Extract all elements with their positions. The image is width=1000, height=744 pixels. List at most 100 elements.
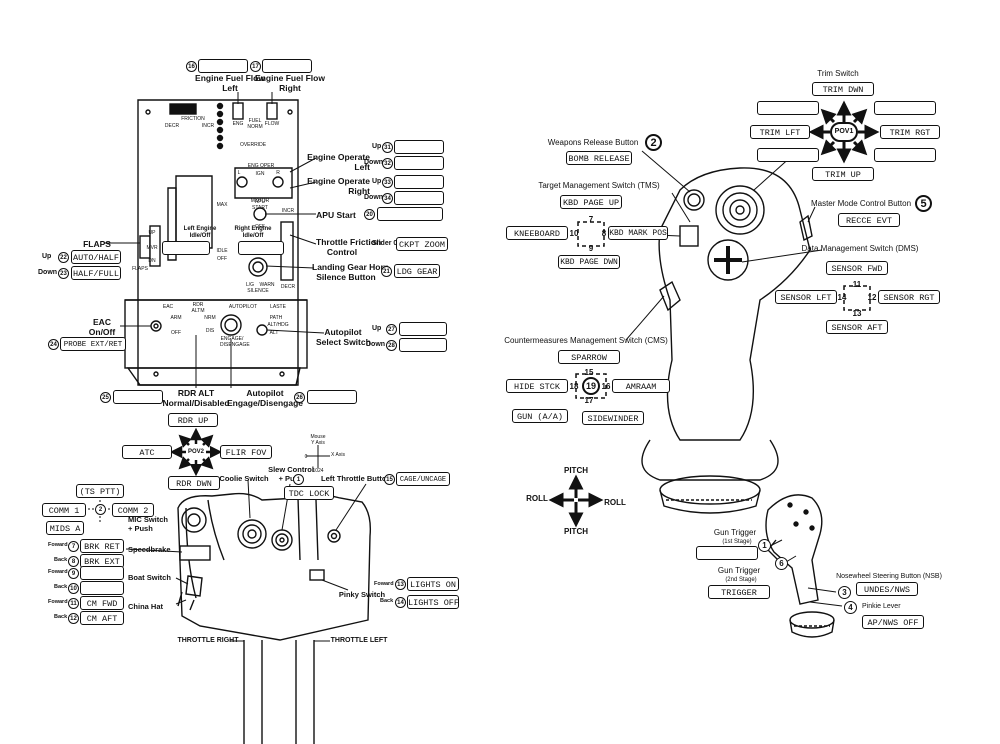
- cms-n-right: 16: [601, 382, 611, 391]
- rdr-alt-mapping[interactable]: [113, 390, 163, 404]
- dms-left-mapping[interactable]: SENSOR LFT: [775, 290, 837, 304]
- panel-eng-text: ENG: [232, 121, 244, 127]
- left-throttle-button-mapping[interactable]: CAGE/UNCAGE: [396, 472, 450, 486]
- weapons-release-mapping[interactable]: BOMB RELEASE: [566, 151, 632, 165]
- gun-trigger-1-number: 1: [758, 539, 771, 552]
- throttle-friction-slider-label: Slider 0: [372, 240, 398, 247]
- trim-right-mapping[interactable]: TRIM RGT: [880, 125, 940, 139]
- panel-mvr-text: MVR: [146, 245, 158, 251]
- nsb-mapping[interactable]: UNDES/NWS: [856, 582, 918, 596]
- cms-down-left-mapping[interactable]: GUN (A/A): [512, 409, 568, 423]
- mic-down-mapping[interactable]: MIDS A: [46, 521, 84, 535]
- apu-start-label: APU Start: [316, 210, 356, 220]
- fuel-flow-left-number: 16: [186, 61, 197, 72]
- panel-dn-text: DN: [148, 258, 156, 264]
- rdr-alt-number: 25: [100, 392, 111, 403]
- pinky-back-mapping[interactable]: LIGHTS OFF: [407, 595, 459, 609]
- eng-right-up-mapping[interactable]: [394, 175, 444, 189]
- cms-up-mapping[interactable]: SPARROW: [558, 350, 620, 364]
- speedbrake-fwd-label: Foward: [48, 542, 68, 548]
- panel-nrm-text: NRM: [204, 315, 216, 321]
- panel-eac-text: EAC: [162, 304, 174, 310]
- flaps-down-mapping[interactable]: HALF/FULL: [71, 266, 121, 280]
- dms-up-mapping[interactable]: SENSOR FWD: [826, 261, 888, 275]
- pinky-fwd-mapping[interactable]: LIGHTS ON: [407, 577, 459, 591]
- mouse-max-label: 1024: [312, 468, 324, 474]
- mic-right-mapping[interactable]: COMM 2: [112, 503, 154, 517]
- dms-down-mapping[interactable]: SENSOR AFT: [826, 320, 888, 334]
- tms-down-mapping[interactable]: KBD PAGE DWN: [558, 255, 620, 269]
- pov2-left-mapping[interactable]: ATC: [122, 445, 172, 459]
- eac-mapping[interactable]: PROBE EXT/RET: [60, 337, 126, 351]
- gun-trigger-2-sub: (2nd Stage): [725, 577, 757, 583]
- cms-down-right-mapping[interactable]: SIDEWINDER: [582, 411, 644, 425]
- tms-right-mapping[interactable]: KBD MARK POS: [608, 226, 668, 240]
- trim-down-mapping[interactable]: TRIM UP: [812, 167, 874, 181]
- master-mode-mapping[interactable]: RECCE EVT: [838, 213, 900, 227]
- throttle-friction-mapping[interactable]: CKPT ZOOM: [396, 237, 448, 251]
- flight-stick-drawing: [641, 167, 813, 514]
- trim-ul-mapping[interactable]: [757, 101, 819, 115]
- china-fwd-number: 11: [68, 598, 79, 609]
- fuel-flow-right-mapping[interactable]: [262, 59, 312, 73]
- throttle-friction-label: Throttle Friction Control: [316, 237, 382, 257]
- pov2-arrows: [169, 427, 223, 477]
- eng-left-down-mapping[interactable]: [394, 156, 444, 170]
- boat-fwd-mapping[interactable]: [80, 566, 124, 580]
- mic-up-mapping[interactable]: (TS PTT): [76, 484, 124, 498]
- ap-select-down-mapping[interactable]: [399, 338, 447, 352]
- trim-dr-mapping[interactable]: [874, 148, 936, 162]
- ap-select-up-mapping[interactable]: [399, 322, 447, 336]
- trim-ur-mapping[interactable]: [874, 101, 936, 115]
- dms-right-mapping[interactable]: SENSOR RGT: [878, 290, 940, 304]
- right-engine-mapping[interactable]: [238, 241, 284, 255]
- panel-rdr-altm-text: RDR ALTM: [191, 302, 205, 314]
- cms-right-mapping[interactable]: AMRAAM: [612, 379, 670, 393]
- china-back-mapping[interactable]: CM AFT: [80, 611, 124, 625]
- gear-horn-mapping[interactable]: LDG GEAR: [394, 264, 440, 278]
- eng-left-up-label: Up: [372, 143, 382, 150]
- trim-up-mapping[interactable]: TRIM DWN: [812, 82, 874, 96]
- china-back-label: Back: [54, 614, 68, 620]
- tms-up-mapping[interactable]: KBD PAGE UP: [560, 195, 622, 209]
- trim-left-mapping[interactable]: TRIM LFT: [750, 125, 810, 139]
- speedbrake-fwd-mapping[interactable]: BRK RET: [80, 539, 124, 553]
- panel-max-text: MAX: [216, 202, 228, 208]
- eng-right-down-mapping[interactable]: [394, 191, 444, 205]
- flaps-down-label: Down: [38, 269, 58, 276]
- mic-left-mapping[interactable]: COMM 1: [42, 503, 86, 517]
- autopilot-engage-mapping[interactable]: [307, 390, 357, 404]
- flaps-label: FLAPS: [83, 239, 111, 249]
- speedbrake-back-label: Back: [54, 557, 68, 563]
- gun-trigger-1-mapping[interactable]: [696, 546, 758, 560]
- pinkie-lever-mapping[interactable]: AP/NWS OFF: [862, 615, 924, 629]
- mic-center-number: 2: [95, 504, 106, 515]
- engine-operate-right-label: Engine Operate Right: [307, 176, 370, 196]
- cms-left-mapping[interactable]: HIDE STCK: [506, 379, 568, 393]
- fuel-flow-left-mapping[interactable]: [198, 59, 248, 73]
- pov2-down-mapping[interactable]: RDR DWN: [168, 476, 220, 490]
- left-engine-mapping[interactable]: [162, 241, 210, 255]
- pov2-up-mapping[interactable]: RDR UP: [168, 413, 218, 427]
- apu-start-mapping[interactable]: [377, 207, 443, 221]
- boat-back-label: Back: [54, 584, 68, 590]
- eng-right-down-number: 34: [382, 193, 393, 204]
- gear-horn-label: Landing Gear Horn Silence Button: [312, 262, 389, 282]
- panel-arm-text: ARM: [170, 315, 182, 321]
- gun-trigger-2-mapping[interactable]: TRIGGER: [708, 585, 770, 599]
- boat-back-mapping[interactable]: [80, 581, 124, 595]
- eng-left-up-mapping[interactable]: [394, 140, 444, 154]
- master-mode-number: 5: [915, 195, 932, 212]
- trim-dl-mapping[interactable]: [757, 148, 819, 162]
- cms-n-up: 15: [584, 368, 594, 377]
- tms-left-mapping[interactable]: KNEEBOARD: [506, 226, 568, 240]
- weapons-release-label: Weapons Release Button: [547, 138, 639, 147]
- dms-n-down: 13: [852, 309, 862, 318]
- china-fwd-mapping[interactable]: CM FWD: [80, 596, 124, 610]
- panel-laste-text: LASTE: [270, 304, 286, 310]
- flaps-up-mapping[interactable]: AUTO/HALF: [71, 250, 121, 264]
- slew-control-mapping[interactable]: TDC LOCK: [284, 486, 334, 500]
- mouse-y-axis-label: Mouse Y Axis: [310, 434, 326, 446]
- pov2-right-mapping[interactable]: FLIR FOV: [220, 445, 272, 459]
- pitch-top-label: PITCH: [564, 466, 588, 475]
